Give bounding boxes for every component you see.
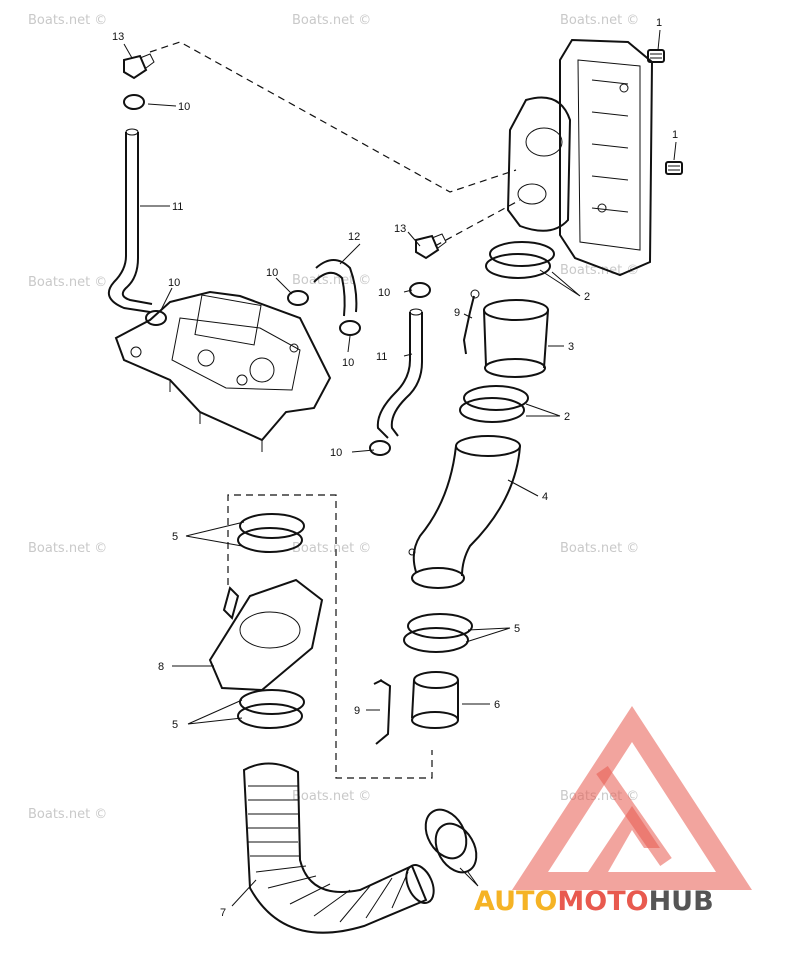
watermark: Boats.net © <box>292 541 371 556</box>
logo-moto: MOTO <box>557 886 648 917</box>
watermark: Boats.net © <box>292 13 371 28</box>
callout-13: 13 <box>394 223 406 235</box>
hose-clamp-lower <box>424 808 478 874</box>
automotohub-logo: AUTOMOTOHUB <box>474 706 752 917</box>
watermarks: Boats.net © Boats.net © Boats.net © Boat… <box>28 13 639 822</box>
pipe-plugs <box>647 49 683 175</box>
callout-4: 4 <box>542 491 548 503</box>
svg-text:AUTOMOTOHUB: AUTOMOTOHUB <box>474 886 714 917</box>
exhaust-bellows <box>242 762 435 934</box>
callout-11: 11 <box>172 201 183 213</box>
callout-10: 10 <box>330 447 342 459</box>
water-hoses <box>107 128 423 439</box>
watermark: Boats.net © <box>28 807 107 822</box>
exhaust-flange <box>208 578 324 692</box>
callout-2: 2 <box>564 411 570 423</box>
watermark: Boats.net © <box>560 541 639 556</box>
watermark: Boats.net © <box>560 263 639 278</box>
logo-hub: HUB <box>649 886 714 917</box>
retaining-clips <box>373 289 480 745</box>
callout-2: 2 <box>584 291 590 303</box>
hose-clamps-upper <box>459 241 555 423</box>
callout-12: 12 <box>348 231 360 243</box>
callout-5: 5 <box>172 719 178 731</box>
callout-11: 11 <box>376 351 387 363</box>
watermark: Boats.net © <box>28 13 107 28</box>
hose-clamps-middle <box>237 513 473 729</box>
callout-10: 10 <box>378 287 390 299</box>
callout-10: 10 <box>178 101 190 113</box>
exhaust-pipe <box>408 435 521 589</box>
callout-6: 6 <box>494 699 500 711</box>
callout-10: 10 <box>168 277 180 289</box>
leader-lines <box>123 29 677 907</box>
watermark: Boats.net © <box>28 541 107 556</box>
callout-1: 1 <box>672 129 678 141</box>
callout-labels: 1 1 13 10 11 10 10 12 10 13 10 11 9 2 3 … <box>112 17 678 919</box>
watermark: Boats.net © <box>292 789 371 804</box>
callout-1: 1 <box>656 17 662 29</box>
watermark: Boats.net © <box>560 13 639 28</box>
watermark: Boats.net © <box>292 273 371 288</box>
exhaust-manifold <box>506 38 654 277</box>
callout-10: 10 <box>342 357 354 369</box>
reference-lines <box>149 41 521 779</box>
adapter-plate <box>114 290 332 452</box>
callout-3: 3 <box>568 341 574 353</box>
callout-9: 9 <box>354 705 360 717</box>
short-hose-sleeve <box>411 671 459 729</box>
elbow-fittings <box>123 53 447 260</box>
watermark: Boats.net © <box>28 275 107 290</box>
callout-5: 5 <box>514 623 520 635</box>
callout-9: 9 <box>454 307 460 319</box>
callout-10: 10 <box>266 267 278 279</box>
callout-8: 8 <box>158 661 164 673</box>
callout-5: 5 <box>172 531 178 543</box>
callout-13: 13 <box>112 31 124 43</box>
callout-7: 7 <box>220 907 226 919</box>
exhaust-hose-sleeve <box>483 299 549 378</box>
logo-auto: AUTO <box>474 886 557 917</box>
